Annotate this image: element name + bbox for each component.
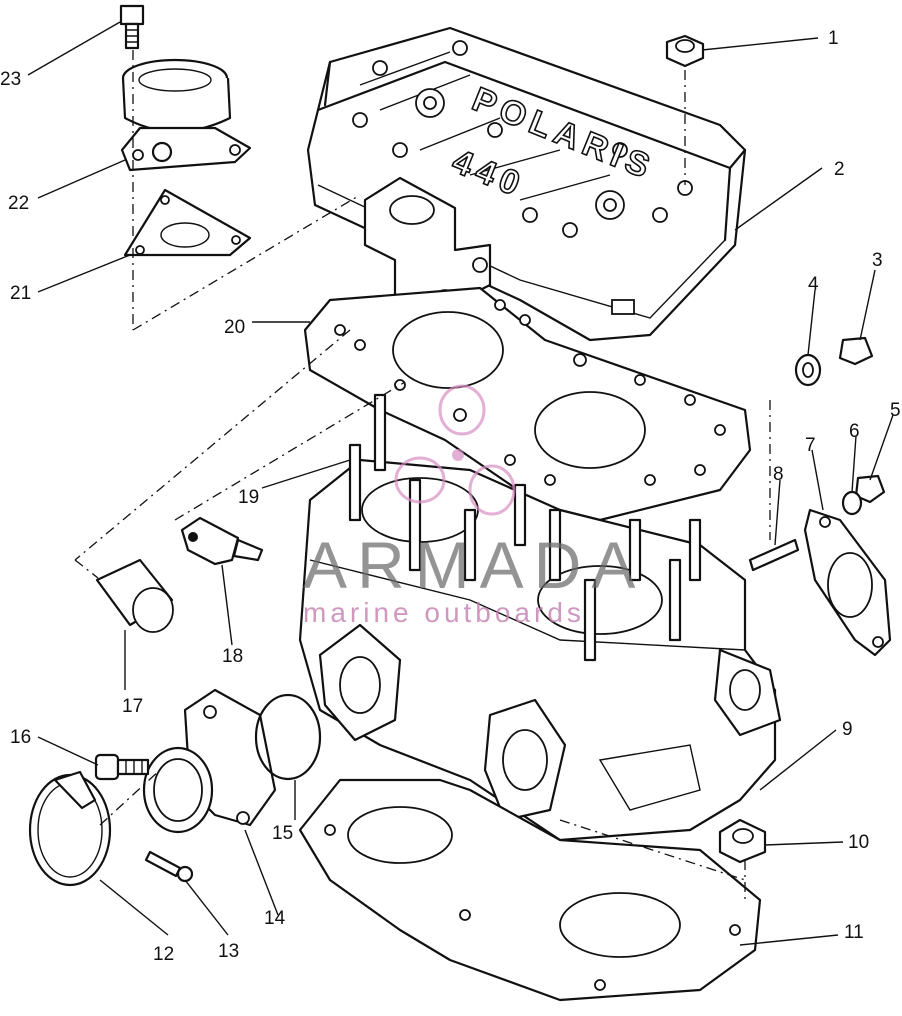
exhaust-stud — [748, 538, 800, 572]
sleeve — [95, 558, 174, 633]
cylinder-studs — [348, 393, 702, 662]
callout-12: 12 — [153, 944, 174, 965]
callout-labels: 1 2 3 4 5 6 7 8 9 10 11 12 13 14 15 16 1… — [0, 28, 901, 965]
callout-3: 3 — [872, 250, 883, 271]
socket-head-screw — [94, 753, 150, 781]
head-gasket — [303, 286, 752, 522]
callout-11: 11 — [844, 922, 864, 943]
bleed-screw — [119, 4, 145, 50]
callout-18: 18 — [222, 646, 243, 667]
leader-lines — [27, 21, 894, 946]
water-outlet-housing — [120, 58, 252, 172]
callout-15: 15 — [272, 823, 293, 844]
callout-23: 23 — [0, 69, 21, 90]
callout-21: 21 — [10, 283, 31, 304]
callout-19: 19 — [238, 487, 259, 508]
callout-6: 6 — [849, 421, 860, 442]
watermark: ARMADA marine outboards — [303, 384, 645, 628]
callout-8: 8 — [773, 464, 784, 485]
washer-6 — [841, 490, 863, 516]
base-gasket — [298, 778, 762, 1002]
outlet-gasket — [123, 188, 252, 257]
fasteners — [665, 34, 886, 864]
intake-o-ring — [254, 693, 322, 781]
callout-13: 13 — [218, 941, 239, 962]
callout-14: 14 — [264, 908, 286, 929]
watermark-subtitle: marine outboards — [303, 597, 585, 628]
callout-7: 7 — [805, 435, 816, 456]
temperature-sensor — [180, 516, 264, 566]
hose-clamp — [28, 770, 112, 887]
clamp-screw — [144, 850, 194, 883]
callout-10: 10 — [848, 832, 869, 853]
callout-16: 16 — [10, 727, 31, 748]
intake-adapter — [142, 688, 277, 834]
callout-20: 20 — [224, 317, 245, 338]
bolt-3 — [838, 336, 874, 366]
callout-5: 5 — [890, 400, 901, 421]
callout-2: 2 — [834, 159, 845, 180]
assembly-lines — [74, 50, 771, 900]
callout-4: 4 — [808, 274, 819, 295]
callout-1: 1 — [828, 28, 839, 49]
cylinder-head-cover: POLARIS 440 — [306, 26, 747, 342]
callout-9: 9 — [842, 719, 853, 740]
watermark-logo — [394, 384, 516, 516]
exhaust-gasket — [803, 508, 892, 657]
callout-17: 17 — [122, 696, 143, 717]
watermark-title: ARMADA — [303, 528, 645, 602]
callout-22: 22 — [8, 193, 29, 214]
